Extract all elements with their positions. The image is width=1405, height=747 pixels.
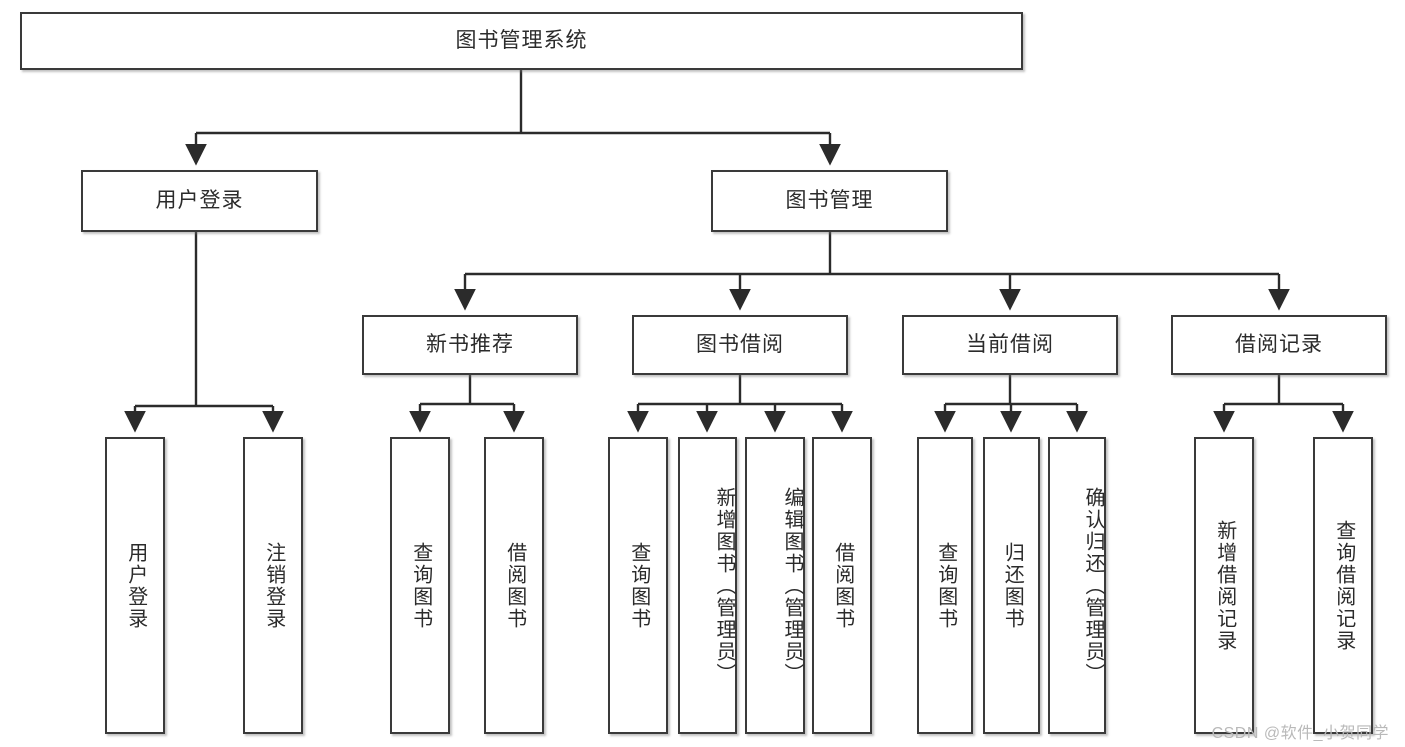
- node-borrow-record[interactable]: 借阅记录: [1171, 315, 1387, 375]
- node-leaf-user-login[interactable]: 用户登录: [105, 437, 165, 734]
- node-user-login[interactable]: 用户登录: [81, 170, 318, 232]
- node-leaf-bb-edit-label: 编辑图书（管理员）: [781, 486, 803, 685]
- node-leaf-br-add-label: 新增借阅记录: [1213, 519, 1236, 652]
- node-leaf-bb-add[interactable]: 新增图书（管理员）: [678, 437, 737, 734]
- node-leaf-bb-query-label: 查询图书: [627, 541, 650, 630]
- node-leaf-cb-confirm-label: 确认归还（管理员）: [1082, 486, 1104, 685]
- node-leaf-cb-confirm[interactable]: 确认归还（管理员）: [1048, 437, 1106, 734]
- node-borrow-record-label: 借阅记录: [1235, 332, 1323, 356]
- node-root[interactable]: 图书管理系统: [20, 12, 1023, 70]
- node-leaf-bb-borrow[interactable]: 借阅图书: [812, 437, 872, 734]
- node-book-borrow-label: 图书借阅: [696, 332, 784, 356]
- node-leaf-rec-borrow[interactable]: 借阅图书: [484, 437, 544, 734]
- node-book-manage[interactable]: 图书管理: [711, 170, 948, 232]
- node-new-book-rec-label: 新书推荐: [426, 332, 514, 356]
- node-leaf-cb-query[interactable]: 查询图书: [917, 437, 973, 734]
- node-user-login-label: 用户登录: [155, 188, 244, 212]
- node-leaf-rec-borrow-label: 借阅图书: [503, 541, 526, 630]
- node-current-borrow-label: 当前借阅: [966, 332, 1054, 356]
- node-leaf-bb-borrow-label: 借阅图书: [831, 541, 854, 630]
- node-leaf-cb-return-label: 归还图书: [1001, 541, 1024, 630]
- node-leaf-logout[interactable]: 注销登录: [243, 437, 303, 734]
- watermark: CSDN @软件_小贺同学: [1211, 725, 1389, 742]
- node-new-book-rec[interactable]: 新书推荐: [362, 315, 578, 375]
- node-leaf-logout-label: 注销登录: [262, 541, 285, 630]
- node-leaf-br-query-label: 查询借阅记录: [1332, 519, 1355, 652]
- node-leaf-user-login-label: 用户登录: [124, 541, 147, 630]
- node-leaf-bb-query[interactable]: 查询图书: [608, 437, 668, 734]
- node-book-borrow[interactable]: 图书借阅: [632, 315, 848, 375]
- node-leaf-rec-query[interactable]: 查询图书: [390, 437, 450, 734]
- node-root-label: 图书管理系统: [455, 28, 588, 52]
- node-book-manage-label: 图书管理: [785, 188, 874, 212]
- node-leaf-br-add[interactable]: 新增借阅记录: [1194, 437, 1254, 734]
- node-current-borrow[interactable]: 当前借阅: [902, 315, 1118, 375]
- node-leaf-cb-return[interactable]: 归还图书: [983, 437, 1040, 734]
- node-leaf-br-query[interactable]: 查询借阅记录: [1313, 437, 1373, 734]
- node-leaf-bb-edit[interactable]: 编辑图书（管理员）: [745, 437, 805, 734]
- node-leaf-bb-add-label: 新增图书（管理员）: [713, 486, 735, 685]
- node-leaf-cb-query-label: 查询图书: [934, 541, 957, 630]
- node-leaf-rec-query-label: 查询图书: [409, 541, 432, 630]
